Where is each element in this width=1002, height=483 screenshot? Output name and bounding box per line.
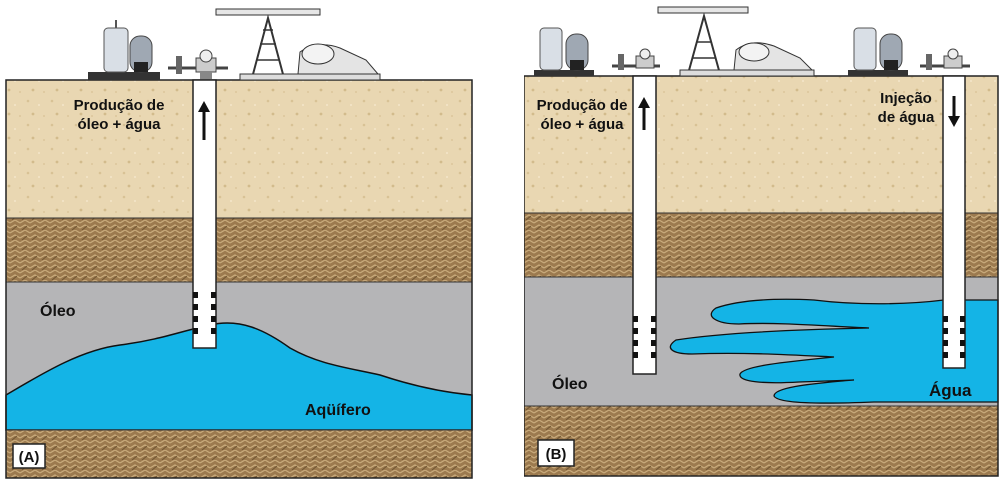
production-label-line1: Produção de <box>537 97 628 114</box>
wellhead-valves-right <box>920 48 970 70</box>
injection-well-perforations <box>943 316 965 358</box>
well-perforations <box>193 292 216 334</box>
panel-a-tag: (A) <box>19 449 40 466</box>
production-label-line1: Produção de <box>74 97 165 114</box>
reservoir-diagram-a: Produção de óleo + água Óleo Aqüífero (A… <box>5 8 473 479</box>
separator-tanks-right <box>848 27 908 76</box>
oil-label: Óleo <box>552 374 588 393</box>
cap-rock-layer <box>6 218 472 282</box>
up-arrow-icon <box>198 101 210 140</box>
cap-rock-layer <box>524 213 998 277</box>
wellhead-valves-left <box>612 48 660 70</box>
separator-tanks <box>88 20 160 80</box>
aquifer-label: Aqüífero <box>305 402 371 419</box>
base-rock-layer <box>6 430 472 478</box>
panel-a-tag-box <box>12 443 46 469</box>
panel-b-tag-box <box>537 439 575 467</box>
topsoil-layer <box>524 76 998 213</box>
panel-a: Produção de óleo + água Óleo Aqüífero (A… <box>0 0 478 483</box>
panel-a-frame <box>5 79 473 479</box>
down-arrow-icon <box>948 96 960 127</box>
injected-water-fingers <box>669 298 999 404</box>
production-well <box>632 75 657 375</box>
injection-label-line2: de água <box>878 109 935 126</box>
panel-b: Produção de óleo + água Injeção de água … <box>524 0 1002 483</box>
topsoil-layer <box>6 80 472 218</box>
production-label-line2: óleo + água <box>541 116 625 133</box>
separator-tanks-left <box>534 27 594 76</box>
production-label-line2: óleo + água <box>78 116 162 133</box>
pumpjack <box>215 8 381 81</box>
injection-well <box>942 75 966 369</box>
production-well <box>192 79 217 349</box>
reservoir-diagram-b: Produção de óleo + água Injeção de água … <box>524 6 999 477</box>
base-rock-layer <box>524 406 998 476</box>
pumpjack <box>657 6 815 77</box>
aquifer-water <box>5 322 473 431</box>
oil-label: Óleo <box>40 301 76 320</box>
wellhead-valves <box>168 49 228 80</box>
production-well-perforations <box>633 316 656 358</box>
injection-label-line1: Injeção <box>880 90 932 107</box>
panel-b-tag: (B) <box>546 446 567 463</box>
up-arrow-icon <box>638 97 650 130</box>
water-label: Água <box>929 381 972 400</box>
